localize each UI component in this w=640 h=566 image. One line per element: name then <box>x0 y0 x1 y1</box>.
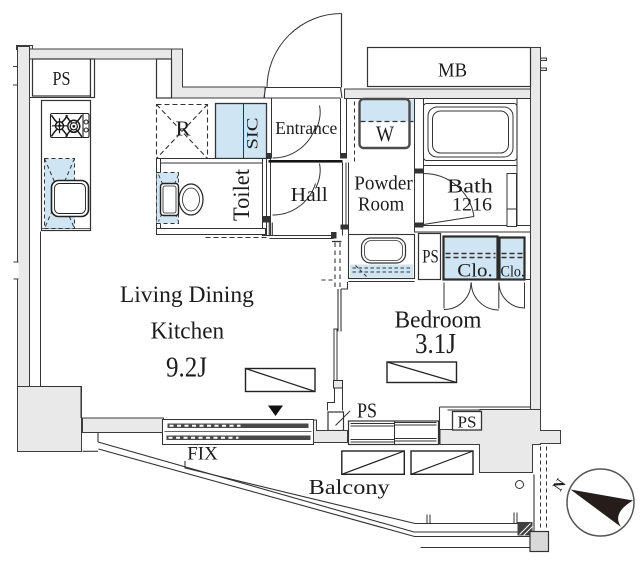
svg-text:Toilet: Toilet <box>229 168 254 221</box>
svg-text:R: R <box>176 117 191 141</box>
svg-text:PS: PS <box>357 399 377 423</box>
svg-text:FIX: FIX <box>187 444 218 465</box>
svg-text:Hall: Hall <box>291 184 328 206</box>
svg-text:SIC: SIC <box>245 118 262 150</box>
svg-text:9.2J: 9.2J <box>166 353 207 384</box>
svg-text:3.1J: 3.1J <box>415 329 456 360</box>
svg-text:Room: Room <box>358 195 404 216</box>
svg-text:PS: PS <box>422 247 439 268</box>
svg-text:Powder: Powder <box>354 174 413 195</box>
svg-text:PS: PS <box>53 68 71 90</box>
svg-text:PS: PS <box>458 413 477 432</box>
svg-text:Balcony: Balcony <box>309 475 390 499</box>
svg-text:Entrance: Entrance <box>275 118 337 138</box>
svg-text:MB: MB <box>438 60 467 82</box>
svg-text:Living Dining: Living Dining <box>120 282 254 308</box>
svg-text:Bedroom: Bedroom <box>395 308 482 334</box>
svg-text:W: W <box>376 121 394 146</box>
svg-text:Bath: Bath <box>447 177 493 198</box>
svg-text:Clo.: Clo. <box>501 264 525 281</box>
svg-text:1216: 1216 <box>452 195 492 216</box>
svg-text:Clo.: Clo. <box>457 261 493 282</box>
svg-text:Kitchen: Kitchen <box>151 319 225 345</box>
